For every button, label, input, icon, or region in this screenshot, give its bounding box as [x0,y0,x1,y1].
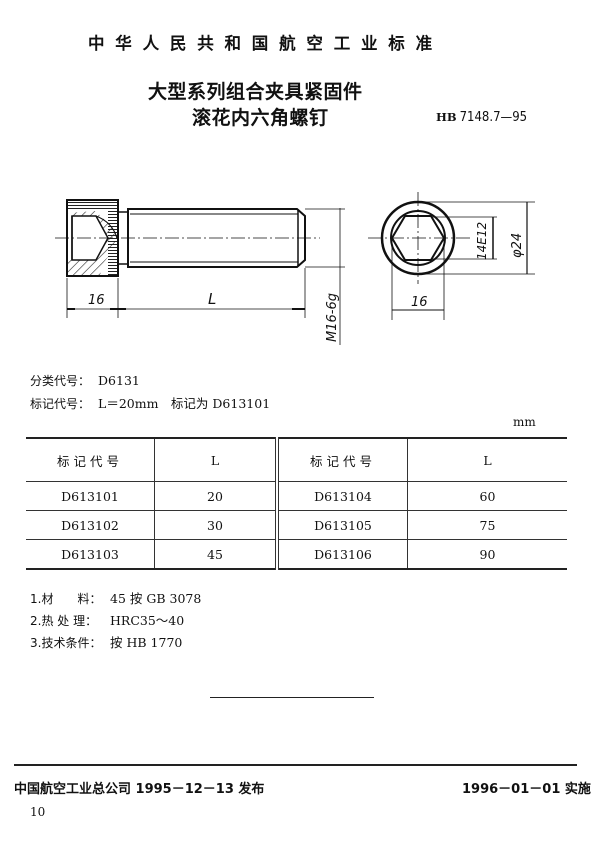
note-label: 1.材 料： [30,592,102,606]
cell-length: 75 [407,510,567,540]
cell-code: D613102 [26,510,155,540]
page-number: 10 [30,805,46,819]
col-header-length-right: L [407,438,567,482]
note-heat-treatment: 2.热 处 理： HRC35～40 [30,610,201,632]
standard-number: 7148.7—95 [459,110,528,125]
table-row: D613101 20 D613104 60 [26,481,567,511]
cell-length: 30 [154,510,277,540]
technical-drawing: 16 L M16-6g 14E12 φ24 16 [55,192,535,345]
classification-code: 分类代号： D6131 [30,372,140,389]
note-technical-conditions: 3.技术条件： 按 HB 1770 [30,632,201,654]
head-length-dim-label: 16 [88,293,105,308]
cell-code: D613101 [26,481,155,511]
document-title-line2: 滚花内六角螺钉 [192,107,329,129]
cell-length: 90 [407,539,567,570]
classification-label: 分类代号： [30,374,91,388]
note-label: 2.热 处 理： [30,614,98,628]
marking-label: 标记代号： [30,397,91,411]
outer-diameter-dim-label: φ24 [510,233,525,258]
specification-table: 标记代号 L 标记代号 L D613101 20 D613104 60 D613… [26,437,567,570]
end-view [368,192,535,320]
cell-length: 20 [154,481,277,511]
footer-divider [14,764,577,766]
length-dim-label: L [208,290,216,308]
cell-code: D613103 [26,539,155,570]
effective-date: 1996－01－01 实施 [462,782,591,797]
col-header-length-left: L [154,438,277,482]
col-header-code-left: 标记代号 [26,438,155,482]
national-standard-title: 中华人民共和国航空工业标准 [88,34,443,53]
classification-value: D6131 [98,373,140,388]
cell-code: D613105 [275,510,408,540]
table-header-row: 标记代号 L 标记代号 L [26,438,567,482]
side-view [55,199,345,345]
marking-code: 标记代号： L＝20mm 标记为 D613101 [30,393,270,412]
note-value: 按 HB 1770 [110,635,183,650]
hex-socket-dim-label: 14E12 [475,222,489,260]
cell-code: D613106 [275,539,408,570]
col-header-code-right: 标记代号 [275,438,408,482]
end-divider [210,697,374,698]
note-label: 3.技术条件： [30,636,102,650]
thread-dim-label: M16-6g [325,293,340,342]
cell-code: D613104 [275,481,408,511]
cell-length: 60 [407,481,567,511]
technical-notes: 1.材 料： 45 按 GB 3078 2.热 处 理： HRC35～40 3.技术… [30,588,201,654]
unit-label: mm [513,415,536,429]
head-width-dim-label: 16 [411,295,428,310]
standard-prefix: HB [436,110,457,124]
marking-value: L＝20mm 标记为 D613101 [98,396,271,411]
table-row: D613103 45 D613106 90 [26,539,567,570]
note-value: 45 按 GB 3078 [110,591,202,606]
document-title-line1: 大型系列组合夹具紧固件 [148,81,363,103]
note-material: 1.材 料： 45 按 GB 3078 [30,588,201,610]
cell-length: 45 [154,539,277,570]
table-row: D613102 30 D613105 75 [26,510,567,540]
note-value: HRC35～40 [110,613,185,628]
issuer-date: 中国航空工业总公司 1995－12－13 发布 [14,782,265,797]
